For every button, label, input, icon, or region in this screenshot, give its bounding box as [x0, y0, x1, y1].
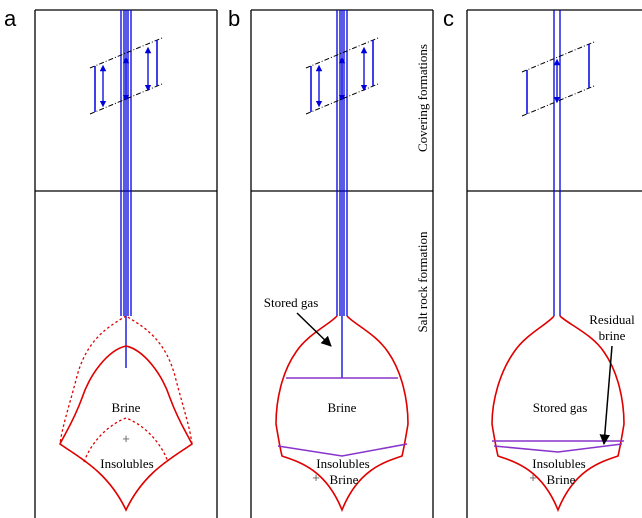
- panel-b-insolubles-interface: [277, 443, 408, 457]
- panel-a-insolubles-pile: [83, 417, 169, 463]
- panel-c-wellhead-schematic: [521, 41, 595, 117]
- panel-c-well-pipes: [553, 10, 561, 316]
- panel-c: c Residual brine Stored gas Insolubles +…: [443, 6, 642, 518]
- panel-b-brine-bottom-label: Brine: [330, 472, 359, 487]
- salt-rock-formation-label: Salt rock formation: [415, 231, 430, 333]
- panel-c-insolubles-label: Insolubles: [532, 456, 585, 471]
- panel-a-future-cavern-outline: [59, 315, 193, 512]
- panel-b-wellhead-schematic: [305, 37, 379, 115]
- panel-a-wellhead-schematic: [89, 37, 163, 115]
- panel-b-insolubles-label: Insolubles: [316, 456, 369, 471]
- panel-b-stored-gas-arrow: [296, 312, 332, 347]
- covering-formations-label: Covering formations: [415, 44, 430, 152]
- panel-c-center-marker: +: [529, 470, 537, 485]
- panel-b-stored-gas-label: Stored gas: [264, 295, 319, 310]
- panel-c-letter: c: [443, 6, 454, 31]
- panel-a-center-marker: +: [122, 431, 130, 446]
- panel-a-insolubles-label: Insolubles: [100, 456, 153, 471]
- panel-c-cavern-outline: [491, 315, 625, 513]
- panel-b-cavern-outline: [275, 315, 409, 513]
- panel-c-residual-label-line1: Residual: [589, 312, 635, 327]
- panel-c-insolubles-interface: [493, 443, 623, 453]
- panel-c-residual-label-line2: brine: [599, 328, 626, 343]
- panel-b: b Stored gas Brine Insolubles +: [228, 6, 434, 518]
- panel-a-letter: a: [4, 6, 17, 31]
- panel-b-center-marker: +: [312, 470, 320, 485]
- panel-a: a Brine + Insol: [4, 6, 218, 518]
- panel-c-residual-arrow: [599, 345, 613, 446]
- panel-a-brine-label: Brine: [112, 400, 141, 415]
- panel-a-cavern-outline: [58, 345, 194, 512]
- panel-c-stored-gas-label: Stored gas: [533, 400, 588, 415]
- panel-c-brine-bottom-label: Brine: [547, 472, 576, 487]
- panel-b-brine-label: Brine: [328, 400, 357, 415]
- panel-b-letter: b: [228, 6, 240, 31]
